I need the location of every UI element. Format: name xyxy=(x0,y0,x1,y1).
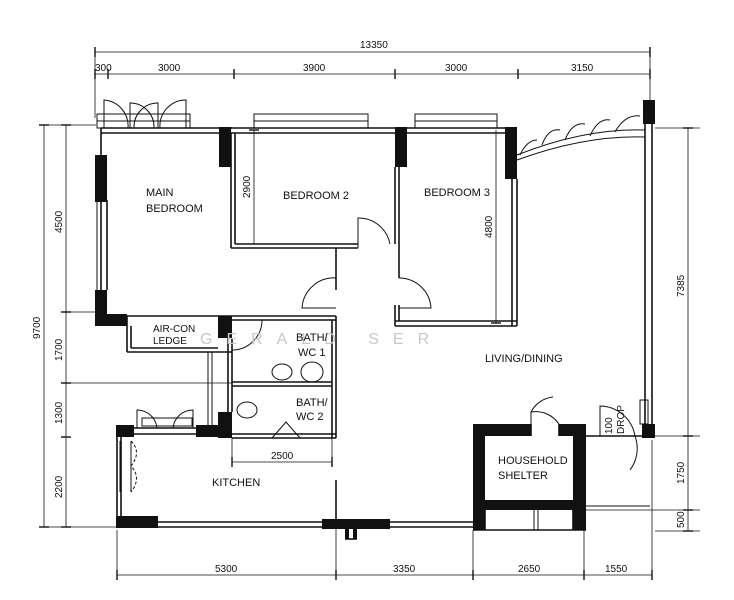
inner-dimension-lines xyxy=(231,129,501,467)
dimension-top-total: 13350 xyxy=(360,40,388,51)
drop-label: 100 xyxy=(604,417,615,434)
dimension-left-total: 9700 xyxy=(32,316,43,339)
fixtures xyxy=(141,361,324,427)
dimension-bottom-segment: 5300 xyxy=(215,564,238,575)
bedroom2-label: BEDROOM 2 xyxy=(283,190,349,202)
dimension-right-segment: 500 xyxy=(676,511,687,528)
drop-label: DROP xyxy=(616,405,627,434)
main-bedroom-label: MAIN xyxy=(146,187,174,199)
dimension-bottom-segment: 3350 xyxy=(393,564,416,575)
dimension-top-segment: 300 xyxy=(95,63,112,74)
household-shelter-label: SHELTER xyxy=(498,470,548,482)
walls xyxy=(95,100,655,540)
dimension-right-segment: 7385 xyxy=(676,274,687,297)
dimension-left-segment: 1700 xyxy=(54,338,65,361)
dimension-left-segment: 2200 xyxy=(54,475,65,498)
main-bedroom-label: BEDROOM xyxy=(146,203,203,215)
dimension-bedroom3-height: 4800 xyxy=(484,215,495,238)
dimension-top-segment: 3000 xyxy=(445,63,468,74)
bath2-label: BATH/ xyxy=(296,397,329,409)
dimension-left-segment: 4500 xyxy=(54,210,65,233)
dimension-bottom-segment: 1550 xyxy=(605,564,628,575)
dimension-left-segment: 1300 xyxy=(54,401,65,424)
bath1-label: BATH/ xyxy=(296,332,329,344)
aircon-ledge-label: LEDGE xyxy=(153,336,187,347)
doors xyxy=(103,99,649,471)
kitchen-label: KITCHEN xyxy=(212,477,260,489)
top-dimension-lines xyxy=(94,47,651,118)
bath1-label: WC 1 xyxy=(298,347,326,359)
windows xyxy=(96,113,646,493)
bottom-dimension-lines xyxy=(116,440,653,580)
household-shelter-label: HOUSEHOLD xyxy=(498,455,568,467)
dimension-top-segment: 3000 xyxy=(158,63,181,74)
dimension-bottom-segment: 2650 xyxy=(518,564,541,575)
dimension-top-segment: 3150 xyxy=(571,63,594,74)
right-dimension-lines xyxy=(580,127,700,532)
bath2-label: WC 2 xyxy=(296,411,324,423)
bedroom3-label: BEDROOM 3 xyxy=(424,187,490,199)
dimension-top-segment: 3900 xyxy=(303,63,326,74)
left-dimension-lines xyxy=(39,124,232,528)
dimension-bedroom2-height: 2900 xyxy=(242,175,253,198)
aircon-ledge-label: AIR-CON xyxy=(153,324,195,335)
dimension-right-segment: 1750 xyxy=(676,461,687,484)
dimension-bath-width: 2500 xyxy=(271,451,294,462)
watermark: GERALD SER xyxy=(200,331,443,348)
living-dining-label: LIVING/DINING xyxy=(485,353,563,365)
